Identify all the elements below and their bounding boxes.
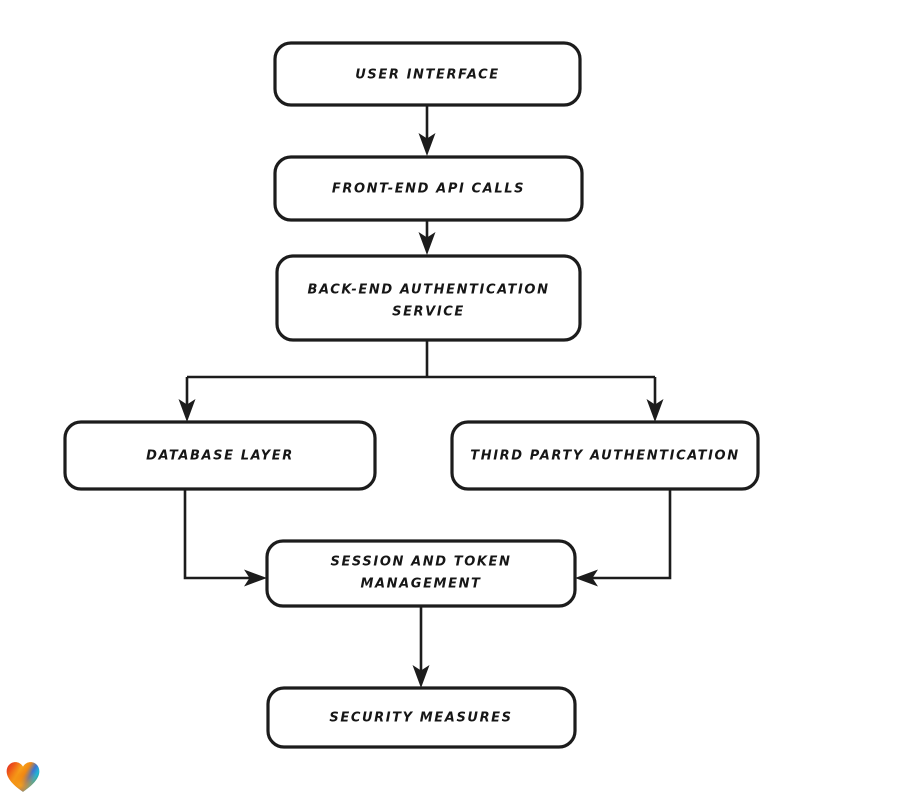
node-back-end-authentication-service-shape (275, 254, 582, 342)
heart-icon-glow (6, 762, 40, 792)
node-user-interface[interactable]: USER INTERFACE (273, 41, 582, 107)
node-third-party-authentication-label: THIRD PARTY AUTHENTICATION (470, 449, 739, 464)
edge-back-end-to-third-party-authentication (646, 377, 664, 422)
edge-front-end-api-calls-to-back-end-authentication-service (418, 220, 436, 255)
edge-back-end-to-database-layer (178, 377, 196, 422)
node-third-party-authentication[interactable]: THIRD PARTY AUTHENTICATION (450, 420, 760, 491)
node-back-end-authentication-service-label-line2: SERVICE (392, 305, 465, 320)
edge-back-end-branch-trunk (187, 340, 655, 379)
node-third-party-authentication-shape (450, 420, 760, 491)
node-session-and-token-management-label-line1: SESSION AND TOKEN (330, 555, 511, 570)
node-user-interface-shape (273, 41, 582, 107)
node-security-measures-label: SECURITY MEASURES (329, 711, 512, 726)
node-security-measures-shape (266, 686, 577, 749)
node-layer: USER INTERFACE FRONT-END API CALLS BACK-… (63, 41, 760, 749)
node-security-measures[interactable]: SECURITY MEASURES (266, 686, 577, 749)
node-front-end-api-calls-label: FRONT-END API CALLS (332, 182, 525, 197)
node-database-layer-shape (63, 420, 377, 491)
node-session-and-token-management[interactable]: SESSION AND TOKEN MANAGEMENT (265, 539, 577, 608)
connector-layer (178, 105, 672, 688)
edge-third-party-authentication-to-session-and-token-management (575, 489, 672, 587)
edge-database-layer-to-session-and-token-management (183, 489, 267, 587)
node-database-layer-label: DATABASE LAYER (146, 449, 294, 464)
node-database-layer[interactable]: DATABASE LAYER (63, 420, 377, 491)
node-session-and-token-management-shape (265, 539, 577, 608)
edge-session-and-token-management-to-security-measures (412, 606, 430, 688)
heart-icon (6, 762, 40, 792)
node-front-end-api-calls-shape (273, 155, 584, 222)
edge-user-interface-to-front-end-api-calls (418, 105, 436, 156)
node-back-end-authentication-service[interactable]: BACK-END AUTHENTICATION SERVICE (275, 254, 582, 342)
node-back-end-authentication-service-label-line1: BACK-END AUTHENTICATION (307, 283, 549, 298)
node-user-interface-label: USER INTERFACE (355, 68, 500, 83)
node-front-end-api-calls[interactable]: FRONT-END API CALLS (273, 155, 584, 222)
node-session-and-token-management-label-line2: MANAGEMENT (360, 577, 481, 592)
